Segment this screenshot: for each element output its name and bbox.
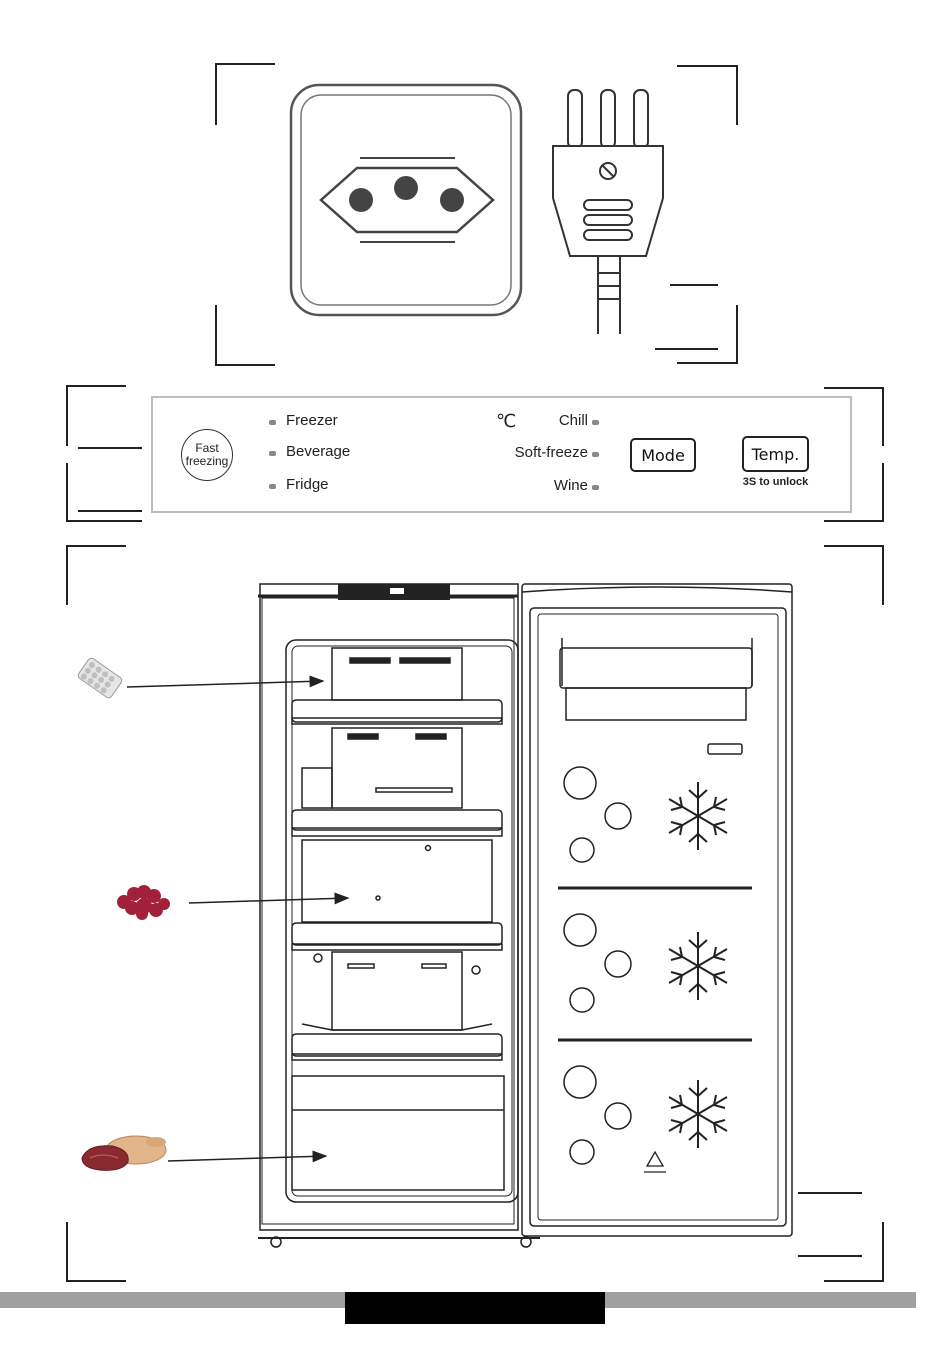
berries-icon: [114, 880, 174, 922]
ice-tray-icon: [72, 652, 128, 704]
footer-page-tab: [345, 1292, 605, 1324]
meat-icon: [78, 1132, 170, 1176]
